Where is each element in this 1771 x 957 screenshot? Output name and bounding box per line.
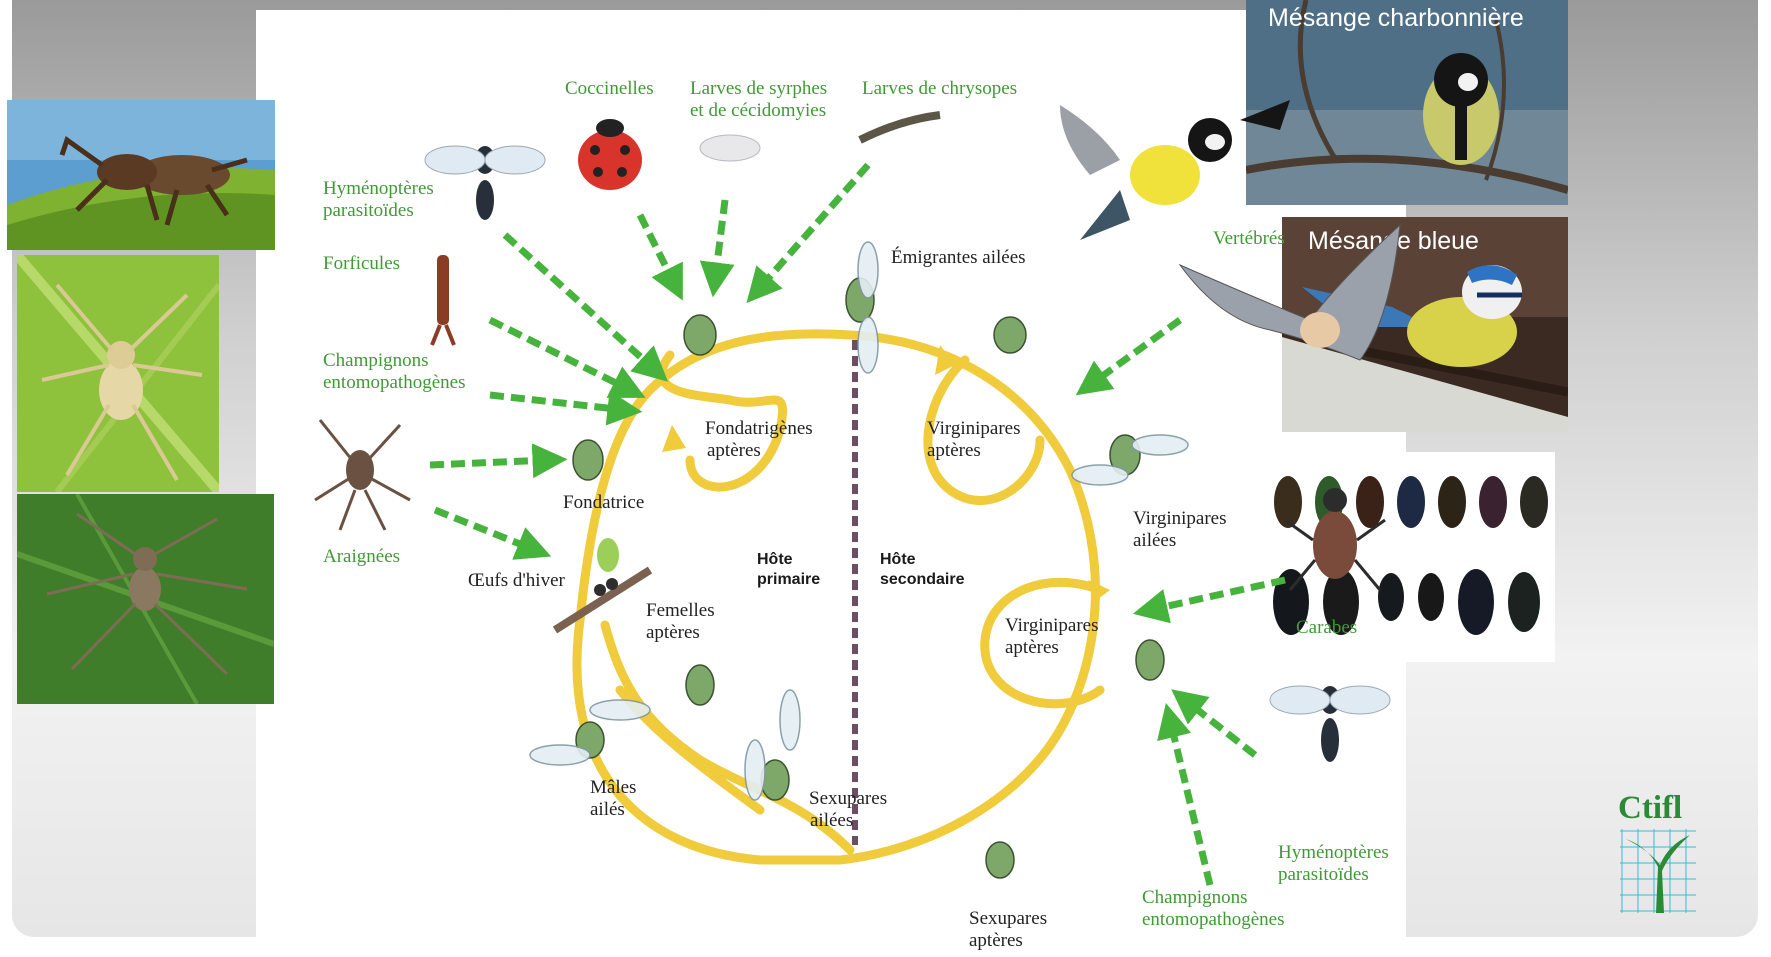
wasp-bottom-illustration <box>1270 686 1390 762</box>
winter-egg-branch <box>555 538 650 630</box>
label-forficules: Forficules <box>323 253 400 275</box>
great-tit-illustration <box>1060 100 1290 240</box>
syrphid-larva-illustration <box>700 135 760 161</box>
label-vertebres: Vertébrés <box>1213 228 1285 250</box>
label-chrysopes: Larves de chrysopes <box>862 78 1017 100</box>
label-araignees: Araignées <box>323 546 400 568</box>
label-fondatrice: Fondatrice <box>563 492 644 514</box>
carabid-beetle-illustration <box>1285 488 1385 590</box>
spider-illustration <box>315 420 410 530</box>
label-emigrantes: Émigrantes ailées <box>891 247 1026 269</box>
ladybird-illustration <box>578 119 642 190</box>
label-coccinelles: Coccinelles <box>565 78 654 100</box>
label-oeufs-hiver: Œufs d'hiver <box>468 570 565 592</box>
wasp-top-illustration <box>425 146 545 220</box>
earwig-illustration <box>432 255 454 345</box>
lacewing-larva-illustration <box>860 115 940 140</box>
label-carabes: Carabes <box>1296 617 1357 639</box>
cycle-loops <box>577 334 1100 860</box>
